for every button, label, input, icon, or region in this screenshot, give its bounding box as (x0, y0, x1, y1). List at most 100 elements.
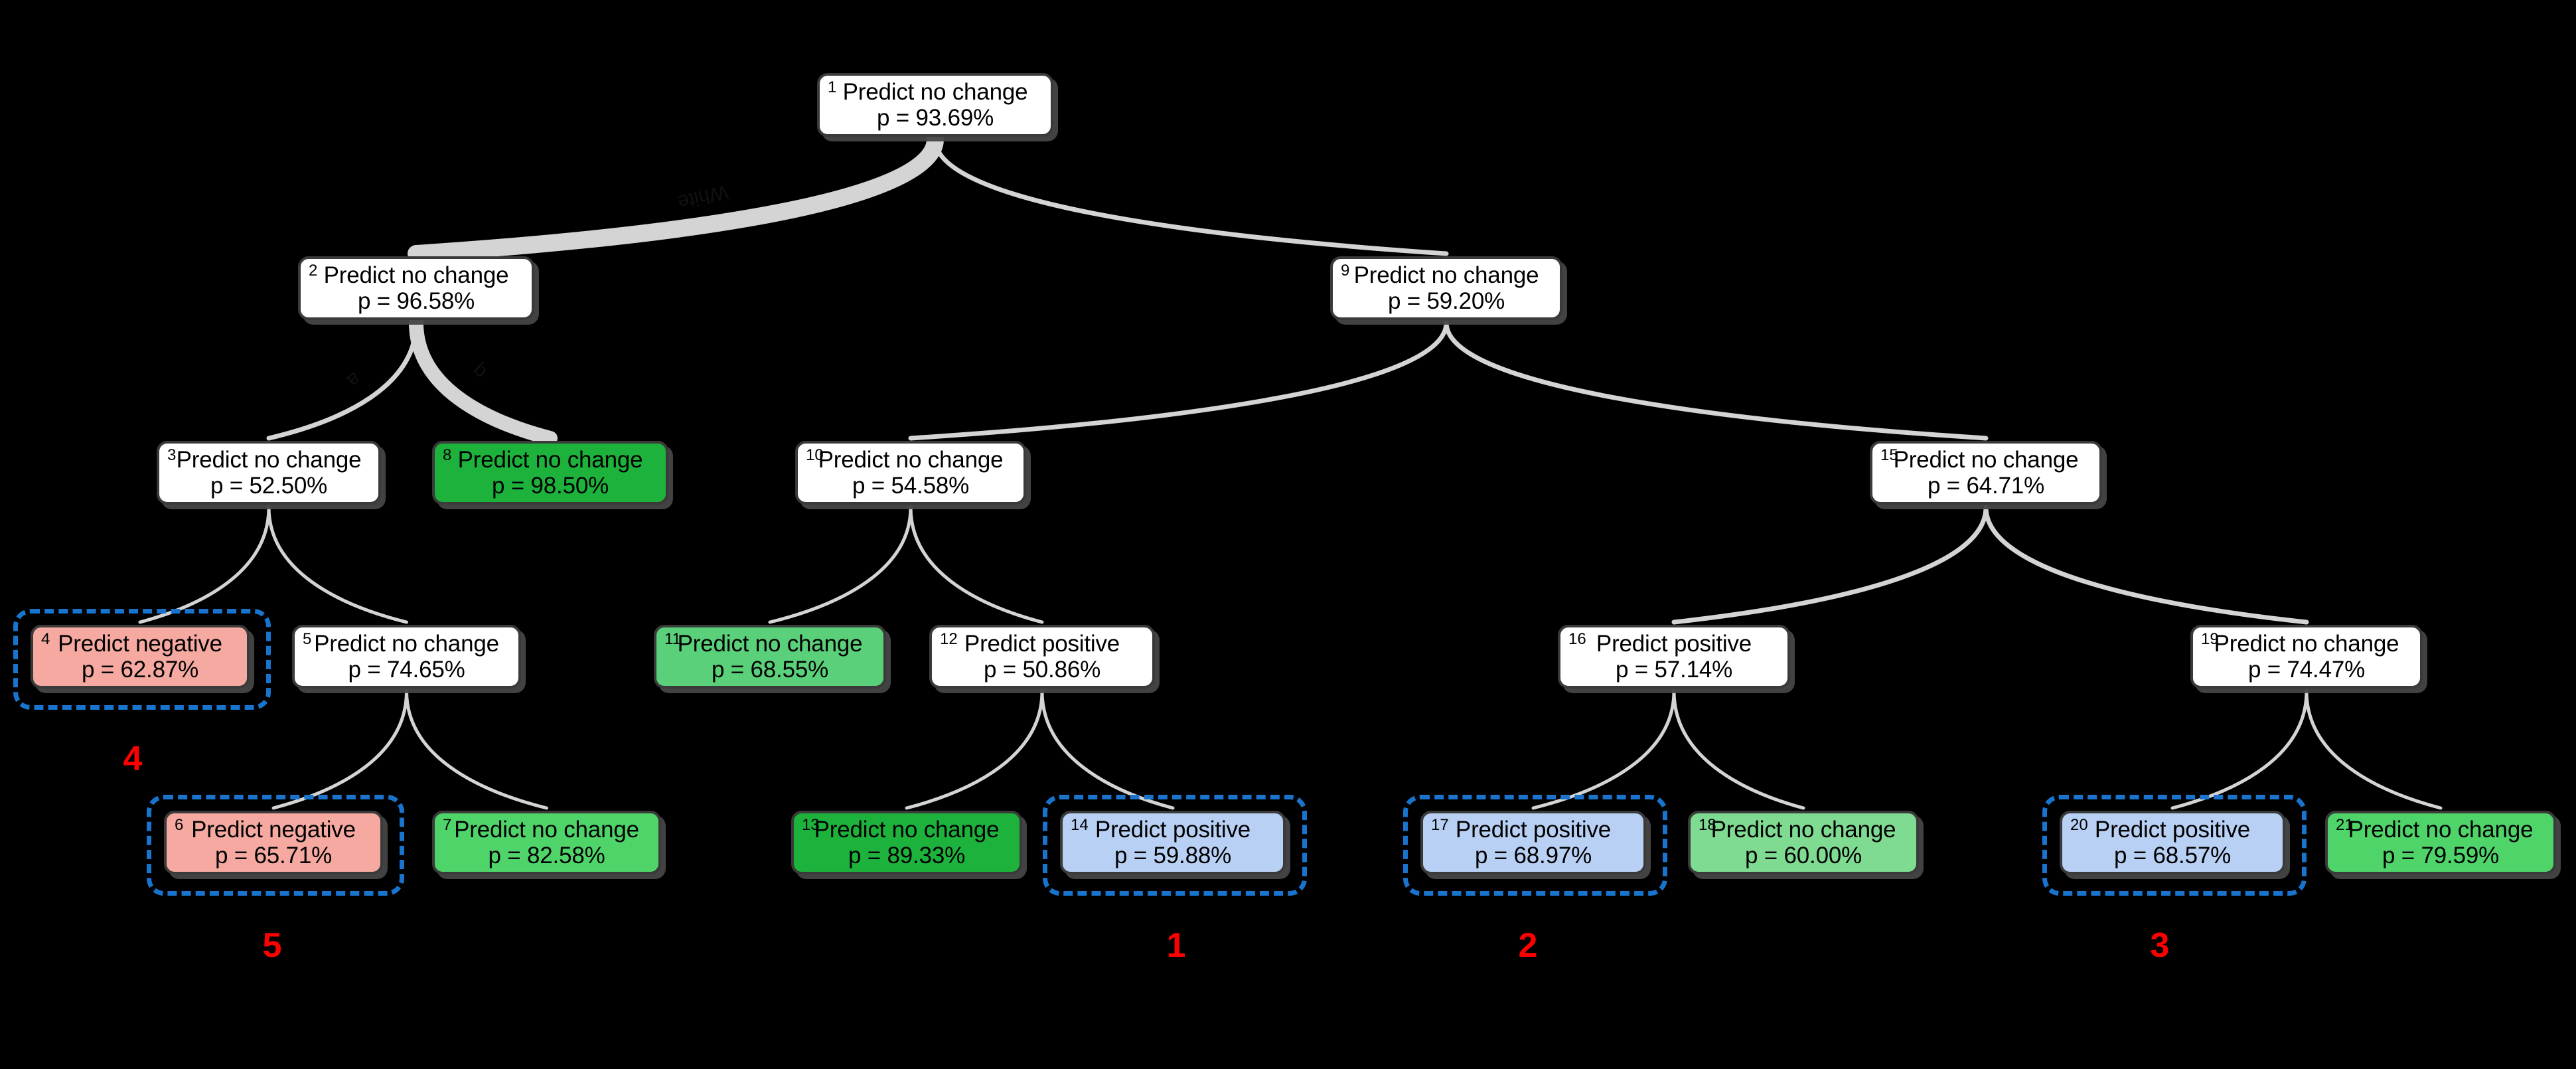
tree-edge-label-2-to-3: a (342, 368, 365, 392)
tree-node-probability: p = 79.59% (2382, 843, 2500, 868)
tree-edge-3-to-5 (267, 505, 408, 624)
tree-edge-16-to-18 (1672, 689, 1805, 810)
tree-node-prediction-label: Predict positive (2094, 816, 2251, 843)
tree-node-index: 17 (1431, 816, 1449, 834)
tree-node-index: 15 (1880, 446, 1898, 464)
tree-node-prediction-label: Predict no change (457, 446, 643, 473)
tree-node-index: 2 (309, 262, 318, 280)
tree-edge-16-to-17 (1531, 689, 1676, 810)
leaf-rank-annotation-5: 5 (262, 926, 282, 965)
tree-node-probability: p = 98.50% (491, 473, 609, 499)
tree-node-index: 11 (664, 630, 681, 648)
tree-node-index: 20 (2070, 816, 2088, 834)
tree-edge-10-to-12 (909, 505, 1044, 624)
tree-node-index: 9 (1341, 262, 1350, 280)
tree-node-prediction-label: Predict no change (314, 630, 499, 657)
tree-node-probability: p = 68.97% (1474, 843, 1592, 868)
tree-edge-9-to-15 (1444, 320, 1989, 441)
tree-node-prediction-label: Predict no change (176, 446, 362, 473)
tree-node-prediction-label: Predict positive (1596, 630, 1752, 657)
tree-node-index: 5 (303, 630, 312, 648)
tree-node-prediction-label: Predict negative (58, 630, 222, 657)
tree-node-probability: p = 96.58% (357, 288, 475, 314)
tree-node-prediction-label: Predict no change (2348, 816, 2534, 843)
tree-node-probability: p = 93.69% (876, 105, 994, 131)
tree-node-index: 13 (802, 816, 820, 834)
tree-node-probability: p = 57.14% (1615, 657, 1733, 683)
tree-node-prediction-label: Predict positive (964, 630, 1120, 657)
tree-node-prediction-label: Predict negative (191, 816, 356, 843)
tree-edge-2-to-3 (266, 320, 419, 441)
tree-node-probability: p = 89.33% (848, 843, 966, 868)
tree-node-index: 16 (1568, 630, 1586, 648)
tree-node-prediction-label: Predict no change (818, 446, 1004, 473)
tree-edge-19-to-20 (2170, 689, 2309, 810)
tree-node-index: 8 (443, 446, 452, 464)
tree-node-probability: p = 74.65% (348, 657, 465, 683)
tree-node-probability: p = 82.58% (488, 843, 605, 868)
tree-node-index: 21 (2336, 816, 2354, 834)
tree-node-prediction-label: Predict no change (454, 816, 639, 843)
tree-node-probability: p = 50.86% (983, 657, 1101, 683)
tree-edge-label-1-to-2: White (676, 181, 730, 213)
tree-node-probability: p = 54.58% (852, 473, 970, 499)
tree-node-index: 12 (940, 630, 958, 648)
tree-node-prediction-label: Predict no change (323, 262, 509, 288)
tree-node-probability: p = 68.55% (711, 657, 829, 683)
tree-node-index: 14 (1071, 816, 1089, 834)
tree-edge-5-to-6 (271, 689, 408, 810)
tree-node-probability: p = 62.87% (81, 657, 199, 683)
tree-node-index: 1 (828, 78, 837, 96)
tree-node-prediction-label: Predict positive (1455, 816, 1612, 843)
leaf-rank-annotation-1: 1 (1166, 926, 1186, 965)
tree-node-prediction-label: Predict no change (814, 816, 1000, 843)
tree-node-prediction-label: Predict no change (2214, 630, 2399, 657)
tree-node-index: 10 (806, 446, 824, 464)
tree-node-prediction-label: Predict no change (842, 78, 1028, 105)
tree-node-prediction-label: Predict positive (1095, 816, 1251, 843)
tree-node-probability: p = 68.57% (2113, 843, 2232, 868)
tree-node-prediction-label: Predict no change (1353, 262, 1539, 288)
tree-node-probability: p = 59.20% (1387, 288, 1505, 314)
tree-node-index: 4 (41, 630, 50, 648)
tree-edge-12-to-13 (905, 689, 1044, 810)
tree-node-probability: p = 65.71% (214, 843, 333, 868)
tree-node-index: 3 (167, 446, 177, 464)
tree-edge-15-to-16 (1671, 505, 1989, 625)
tree-node-probability: p = 74.47% (2247, 657, 2366, 683)
tree-node-probability: p = 52.50% (210, 473, 328, 499)
tree-node-prediction-label: Predict no change (1710, 816, 1896, 843)
tree-edge-1-to-2 (408, 131, 944, 262)
tree-node-prediction-label: Predict no change (1893, 446, 2079, 473)
tree-edge-12-to-14 (1040, 689, 1175, 810)
tree-edge-label-2-to-8: b (469, 358, 492, 382)
tree-node-probability: p = 60.00% (1744, 843, 1862, 868)
tree-edge-19-to-21 (2305, 689, 2443, 810)
tree-edge-10-to-11 (768, 505, 913, 624)
tree-node-index: 7 (443, 816, 452, 834)
leaf-rank-annotation-4: 4 (123, 740, 143, 778)
